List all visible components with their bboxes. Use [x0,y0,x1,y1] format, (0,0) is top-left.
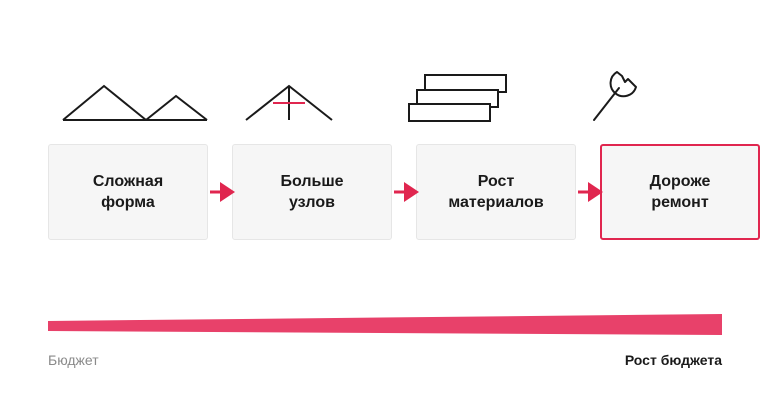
step-label: Сложная форма [92,173,164,211]
stacked-materials-icon [408,74,507,122]
step-materials-growth: Рост материалов [416,144,576,240]
step-label: Рост материалов [448,173,544,211]
step-label: Больше узлов [280,173,344,211]
step-costlier-repair: Дороже ремонт [600,144,760,240]
step-label: Дороже ремонт [649,173,711,211]
wrench-icon [593,71,637,121]
step-complex-shape: Сложная форма [48,144,208,240]
arrow-right-icon [210,182,235,202]
roof-node-icon [245,84,333,121]
step-more-nodes: Больше узлов [232,144,392,240]
double-peak-roof-icon [62,84,208,121]
budget-end-label: Рост бюджета [624,352,722,368]
arrow-right-icon [578,182,603,202]
arrow-right-icon [394,182,419,202]
budget-start-label: Бюджет [48,352,99,368]
budget-growth-wedge [48,314,722,335]
